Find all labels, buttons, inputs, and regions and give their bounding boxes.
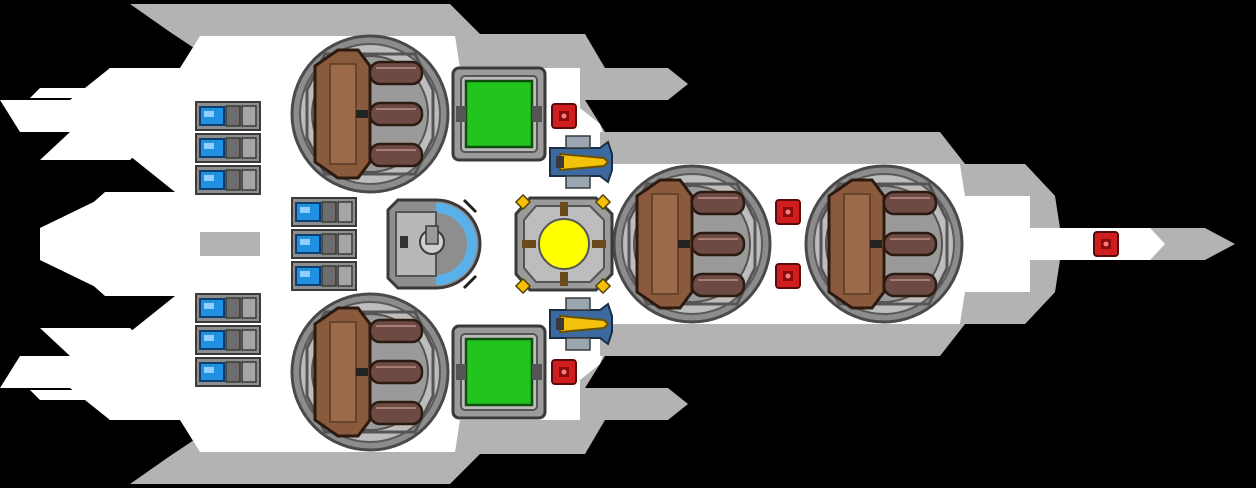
turret-pod-lower[interactable] [290,292,450,452]
beacon-lower [551,359,577,385]
shield-emitter[interactable] [386,198,482,290]
beacon-upper [551,103,577,129]
turret-pod-mid-fore[interactable] [612,164,772,324]
beacon-mid-lower [775,263,801,289]
beacon-mid-upper [775,199,801,225]
green-panel-lower[interactable] [451,324,547,420]
reactor-core[interactable] [514,193,614,295]
green-panel-upper[interactable] [451,66,547,162]
thruster-bank-upper [195,101,261,195]
turret-pod-front[interactable] [804,164,964,324]
turret-pod-upper[interactable] [290,34,450,194]
beacon-nose [1093,231,1119,257]
thruster-bank-middle [291,197,357,291]
thruster-bank-lower [195,293,261,387]
